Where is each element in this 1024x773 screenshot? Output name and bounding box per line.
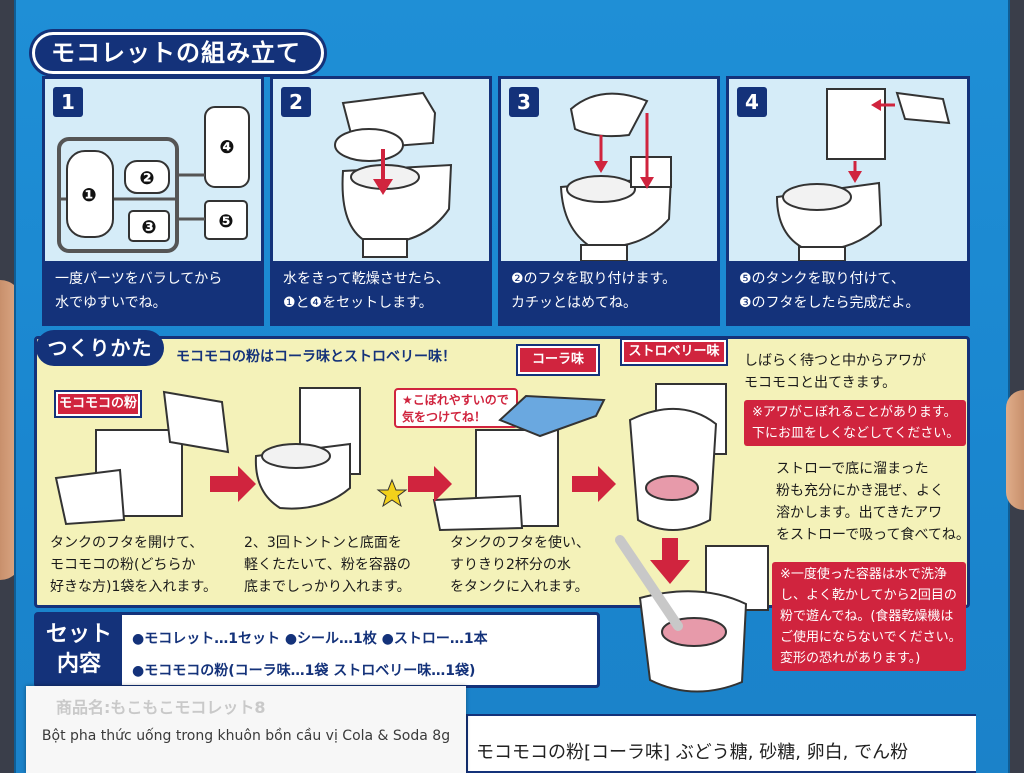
hand-finger-right (1006, 390, 1024, 510)
text-line: タンクのフタを開けて、 (50, 535, 204, 551)
label-line: セット (45, 622, 112, 647)
caption-line: ❺のタンクを取り付けて、 (739, 271, 905, 287)
step-number: 1 (53, 87, 83, 117)
caption-line: ❶と❹をセットします。 (283, 295, 433, 311)
set-contents-label: セット 内容 (36, 612, 122, 688)
bubble-line: ★こぼれやすいので (402, 393, 509, 407)
part-2-label: ❷ (139, 168, 154, 189)
text-line: 軽くたたいて、粉を容器の (244, 557, 411, 573)
step-number: 4 (737, 87, 767, 117)
text-line: 2、3回トントンと底面を (244, 535, 402, 551)
step-number: 2 (281, 87, 311, 117)
flavor-note: モコモコの粉はコーラ味とストロベリー味！ (176, 349, 456, 365)
caption-line: カチッとはめてね。 (511, 295, 637, 311)
contents-line-2: ●モコモコの粉(コーラ味…1袋 ストロベリー味…1袋) (132, 663, 476, 679)
part-1-label: ❶ (81, 185, 96, 206)
caption-line: ❸のフタをしたら完成だよ。 (739, 295, 920, 311)
text-line: 底までしっかり入れます。 (244, 579, 411, 595)
part-5-label: ❺ (218, 211, 233, 232)
text-line: ストローで底に溜まった (776, 461, 929, 477)
warning-line: 粉で遊んでね。(食器乾燥機は (780, 609, 954, 624)
sticker-label: Bột pha thức uống trong khuôn bồn cầu vị… (41, 728, 451, 744)
caution-bubble: ★こぼれやすいので 気をつけてね！ (394, 388, 518, 428)
text-line: モコモコの粉(どちらか (50, 557, 196, 573)
part-4-label: ❹ (219, 137, 234, 158)
step-2-caption: 水をきって乾燥させたら、 ❶と❹をセットします。 (273, 261, 489, 323)
how-to-make-title: つくりかた (36, 330, 164, 366)
translation-sticker: 商品名:もこもこモコレット8 Bột pha thức uống trong k… (26, 686, 466, 773)
caption-line: ❷のフタを取り付けます。 (511, 271, 677, 287)
caption-line: 一度パーツをバラしてから (55, 271, 223, 287)
caption-line: 水をきって乾燥させたら、 (283, 271, 450, 287)
foam-warning: ※アワがこぼれることがあります。 下にお皿をしくなどしてください。 (744, 400, 966, 446)
text-line: 粉も充分にかき混ぜ、よく (776, 483, 944, 499)
warning-line: ※一度使った容器は水で洗浄 (780, 567, 947, 582)
parts-sprue-illustration: ❶ ❷ ❸ ❹ ❺ (57, 106, 250, 253)
cola-tag: コーラ味 (518, 346, 598, 374)
bubble-line: 気をつけてね！ (402, 410, 487, 424)
make-step-4-text: しばらく待つと中からアワが モコモコと出てきます。 (744, 350, 926, 394)
text-line: 溶かします。出てきたアワ (776, 505, 943, 521)
contents-line-1: ●モコレット…1セット ●シール…1枚 ●ストロー…1本 (132, 631, 488, 647)
step-4-caption: ❺のタンクを取り付けて、 ❸のフタをしたら完成だよ。 (729, 261, 967, 323)
product-name-ghost: 商品名:もこもこモコレット8 (56, 698, 266, 717)
toilet-tank-illustration (775, 88, 951, 262)
warning-line: 下にお皿をしくなどしてください。 (752, 426, 960, 441)
text-line: をストローで吸って食べてね。 (776, 527, 970, 543)
warning-line: 変形の恐れがあります。) (780, 651, 921, 666)
step-3-panel: 3 ❷のフタを取り付けます。 カチッとはめてね。 (498, 76, 720, 326)
text-line: すりきり2杯分の水 (450, 557, 571, 573)
warning-line: ※アワがこぼれることがあります。 (752, 405, 957, 420)
make-step-3-text: タンクのフタを使い、 すりきり2杯分の水 をタンクに入れます。 (450, 532, 590, 598)
step-4-panel: 4 ❺のタンクを取り付けて、 ❸のフタをしたら完成だよ。 (726, 76, 970, 326)
step-number: 3 (509, 87, 539, 117)
caption-line: 水でゆすいでね。 (55, 295, 167, 311)
text-line: しばらく待つと中からアワが (744, 353, 926, 369)
ingredients-text: モコモコの粉[コーラ味] ぶどう糖, 砂糖, 卵白, でん粉 (476, 742, 909, 763)
step-1-panel: 1 ❶ ❷ ❸ ❹ ❺ 一度パーツをバラしてから 水でゆすいでね。 (42, 76, 264, 326)
step-1-caption: 一度パーツをバラしてから 水でゆすいでね。 (45, 261, 261, 323)
step-2-panel: 2 水をきって乾燥させたら、 ❶と❹をセットします。 (270, 76, 492, 326)
step-3-caption: ❷のフタを取り付けます。 カチッとはめてね。 (501, 261, 717, 323)
make-step-5-text: ストローで底に溜まった 粉も充分にかき混ぜ、よく 溶かします。出てきたアワ をス… (776, 458, 970, 546)
powder-tag: モコモコの粉 (56, 392, 140, 416)
text-line: 好きな方)1袋を入れます。 (50, 579, 217, 595)
label-line: 内容 (56, 652, 101, 677)
warning-line: し、よく乾かしてから2回目の (780, 588, 957, 603)
reuse-warning: ※一度使った容器は水で洗浄 し、よく乾かしてから2回目の 粉で遊んでね。(食器乾… (772, 562, 966, 671)
toilet-lid-illustration (559, 92, 673, 262)
ingredients-strip: モコモコの粉[コーラ味] ぶどう糖, 砂糖, 卵白, でん粉 (466, 714, 976, 773)
part-3-label: ❸ (141, 217, 156, 238)
text-line: モコモコと出てきます。 (744, 375, 897, 391)
strawberry-tag: ストロベリー味 (622, 340, 726, 364)
text-line: タンクのフタを使い、 (450, 535, 590, 551)
make-step-1-text: タンクのフタを開けて、 モコモコの粉(どちらか 好きな方)1袋を入れます。 (50, 532, 217, 598)
make-step-2-text: 2、3回トントンと底面を 軽くたたいて、粉を容器の 底までしっかり入れます。 (244, 532, 411, 598)
toilet-base-illustration (334, 91, 453, 258)
text-line: をタンクに入れます。 (450, 579, 589, 595)
warning-line: ご使用にならないでください。 (780, 630, 962, 645)
